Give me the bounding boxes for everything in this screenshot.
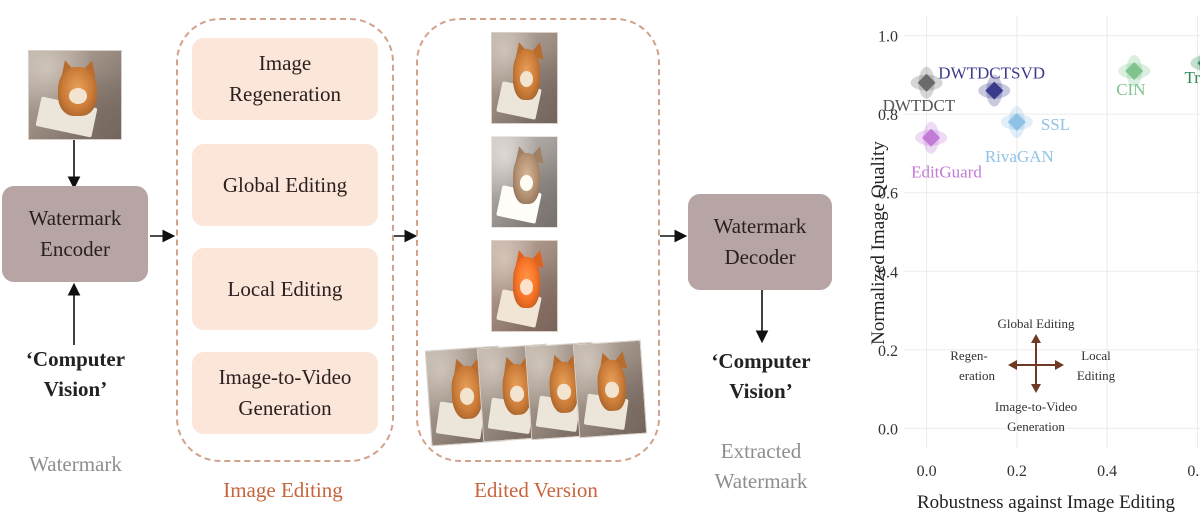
point-editguard — [915, 121, 948, 154]
message-input: ‘Computer Vision’ — [25, 347, 126, 401]
y-tick-label: 0.0 — [878, 421, 898, 438]
x-tick-label: 0.4 — [1097, 463, 1117, 480]
edited-image-global — [491, 136, 558, 228]
image-editing-group — [176, 18, 394, 462]
scatter-chart: 0.00.20.40.60.81.00.00.20.40.6 DWTDCTDWT… — [868, 16, 1200, 513]
chart-ticks: 0.0 0.2 0.4 0.6 0.8 1.0 0.0 0.2 0.4 0.6 — [878, 29, 1200, 480]
edited-version-caption: Edited Version — [474, 478, 598, 502]
y-tick-label: 1.0 — [878, 29, 898, 46]
point-cin — [1118, 54, 1151, 87]
video-frame — [572, 339, 648, 439]
watermark-encoder: Watermark Encoder — [2, 186, 148, 282]
edit-global-editing: Global Editing — [192, 144, 378, 226]
y-tick-label: 0.6 — [878, 186, 898, 203]
y-tick-label: 0.2 — [878, 343, 898, 360]
legend-bottom-label-1: Image-to-Video — [995, 399, 1077, 414]
encoder-label: Watermark Encoder — [28, 206, 122, 261]
point-label-ssl: SSL — [1041, 115, 1070, 134]
edited-version-group — [416, 18, 660, 462]
edit-direction-legend: Global Editing Regen- eration Local Edit… — [950, 316, 1115, 434]
chart-grid — [904, 16, 1200, 448]
legend-top-label: Global Editing — [998, 316, 1075, 331]
x-tick-label: 0.2 — [1007, 463, 1027, 480]
legend-right-label-1: Local — [1081, 348, 1111, 363]
point-ssl — [1000, 106, 1033, 139]
legend-bottom-label-2: Generation — [1007, 419, 1065, 434]
edit-label: Image Regeneration — [229, 51, 341, 106]
legend-left-label-2: eration — [959, 368, 996, 383]
x-axis-label: Robustness against Image Editing — [917, 492, 1176, 513]
edit-local-editing: Local Editing — [192, 248, 378, 330]
point-dwtdct — [910, 66, 943, 99]
legend-cross-arrows — [1008, 334, 1064, 393]
original-image — [28, 50, 122, 140]
x-tick-label: 0.6 — [1187, 463, 1200, 480]
y-tick-label: 0.4 — [878, 264, 898, 281]
edit-label: Local Editing — [227, 276, 343, 301]
point-dwtdctsvd — [978, 74, 1011, 107]
point-label-dwtdct: DWTDCT — [883, 96, 956, 115]
edit-label: Image-to-Video Generation — [218, 365, 352, 420]
edit-image-regeneration: Image Regeneration — [192, 38, 378, 120]
edited-image-local — [491, 240, 558, 332]
image-editing-caption: Image Editing — [223, 478, 343, 502]
watermark-caption: Watermark — [29, 452, 122, 476]
point-label-editguard: EditGuard — [911, 163, 982, 182]
extracted-caption: Extracted Watermark — [714, 439, 808, 493]
edit-image-to-video: Image-to-Video Generation — [192, 352, 378, 434]
decoder-label: Watermark Decoder — [713, 214, 807, 269]
point-label-cin: CIN — [1116, 80, 1145, 99]
edited-image-regeneration — [491, 32, 558, 124]
watermark-decoder: Watermark Decoder — [688, 194, 832, 290]
legend-left-label-1: Regen- — [950, 348, 988, 363]
x-tick-label: 0.0 — [917, 463, 937, 480]
edit-label: Global Editing — [222, 172, 348, 197]
point-label-dwtdctsvd: DWTDCTSVD — [938, 64, 1045, 83]
pipeline-diagram: Watermark Encoder ‘Computer Vision’ Wate… — [2, 18, 832, 502]
plot-area — [904, 16, 1200, 448]
y-axis-label: Normalized Image Quality — [868, 141, 889, 345]
y-tick-label: 0.8 — [878, 107, 898, 124]
point-label-rivagan: RivaGAN — [985, 147, 1054, 166]
message-output: ‘Computer Vision’ — [711, 349, 811, 403]
point-label-trustmark: TrustM — [1184, 68, 1200, 87]
legend-right-label-2: Editing — [1077, 368, 1116, 383]
encoder-arrows — [67, 140, 769, 345]
